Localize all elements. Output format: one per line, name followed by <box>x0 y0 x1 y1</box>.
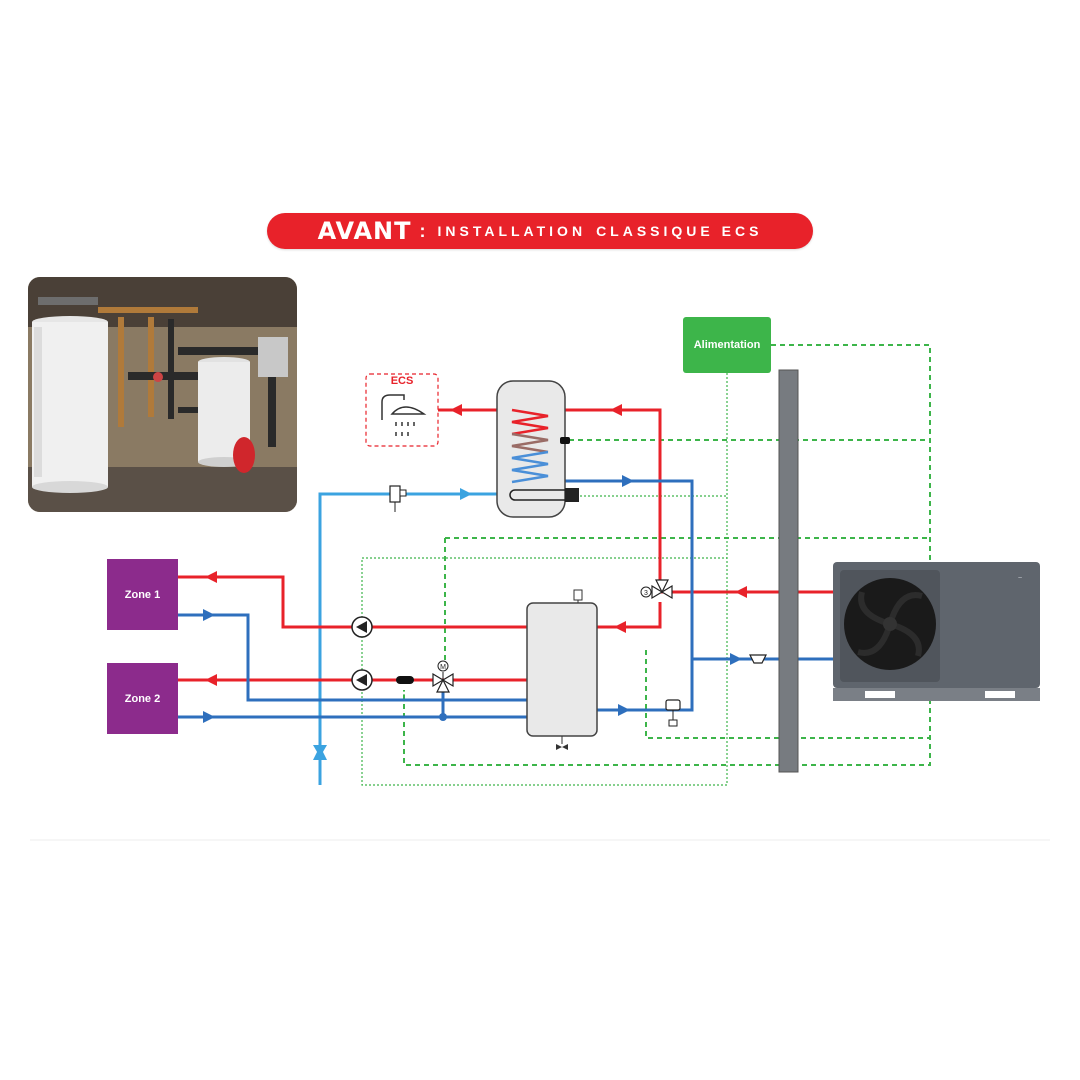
three-way-valve-icon <box>640 579 673 600</box>
valve-m-label: M <box>440 664 446 671</box>
junction-dot <box>439 713 447 721</box>
hot-arrows <box>205 404 747 686</box>
zone-2-box: Zone 2 <box>107 663 178 734</box>
filter-icon <box>749 654 767 664</box>
shower-icon <box>381 394 427 436</box>
title-subtitle-2: CLASSIQUE ECS <box>596 223 763 239</box>
sensor-wires <box>361 373 728 786</box>
pump-icon <box>351 616 373 638</box>
sensor-icon <box>396 676 414 684</box>
title-subtitle-1: INSTALLATION <box>437 223 587 239</box>
valve-3-label: 3 <box>644 590 648 597</box>
cold-pipes <box>178 479 833 719</box>
svg-text:~: ~ <box>1018 575 1022 582</box>
heat-pump-unit: ~ <box>833 562 1040 701</box>
supply-arrow-right <box>460 488 472 500</box>
cold-arrows <box>203 475 742 723</box>
title-main: AVANT <box>317 217 412 245</box>
supply-arrow-up <box>313 746 327 760</box>
control-wires <box>403 344 931 766</box>
photo-installation <box>28 277 297 512</box>
motorized-valve-icon <box>432 660 454 693</box>
zone-1-box: Zone 1 <box>107 559 178 630</box>
alimentation-box: Alimentation <box>683 317 771 373</box>
title-separator: : <box>419 220 426 241</box>
pump-icon-2 <box>351 669 373 691</box>
supply-pipe <box>318 492 497 785</box>
wall <box>778 369 799 773</box>
air-vent-icon <box>665 699 681 727</box>
ecs-box <box>365 373 439 447</box>
title-banner: AVANT : INSTALLATION CLASSIQUE ECS <box>267 213 813 249</box>
supply-valve-icon <box>389 485 407 512</box>
buffer-tank <box>526 589 598 750</box>
dhw-tank <box>496 380 579 518</box>
ecs-label: ECS <box>390 375 414 387</box>
